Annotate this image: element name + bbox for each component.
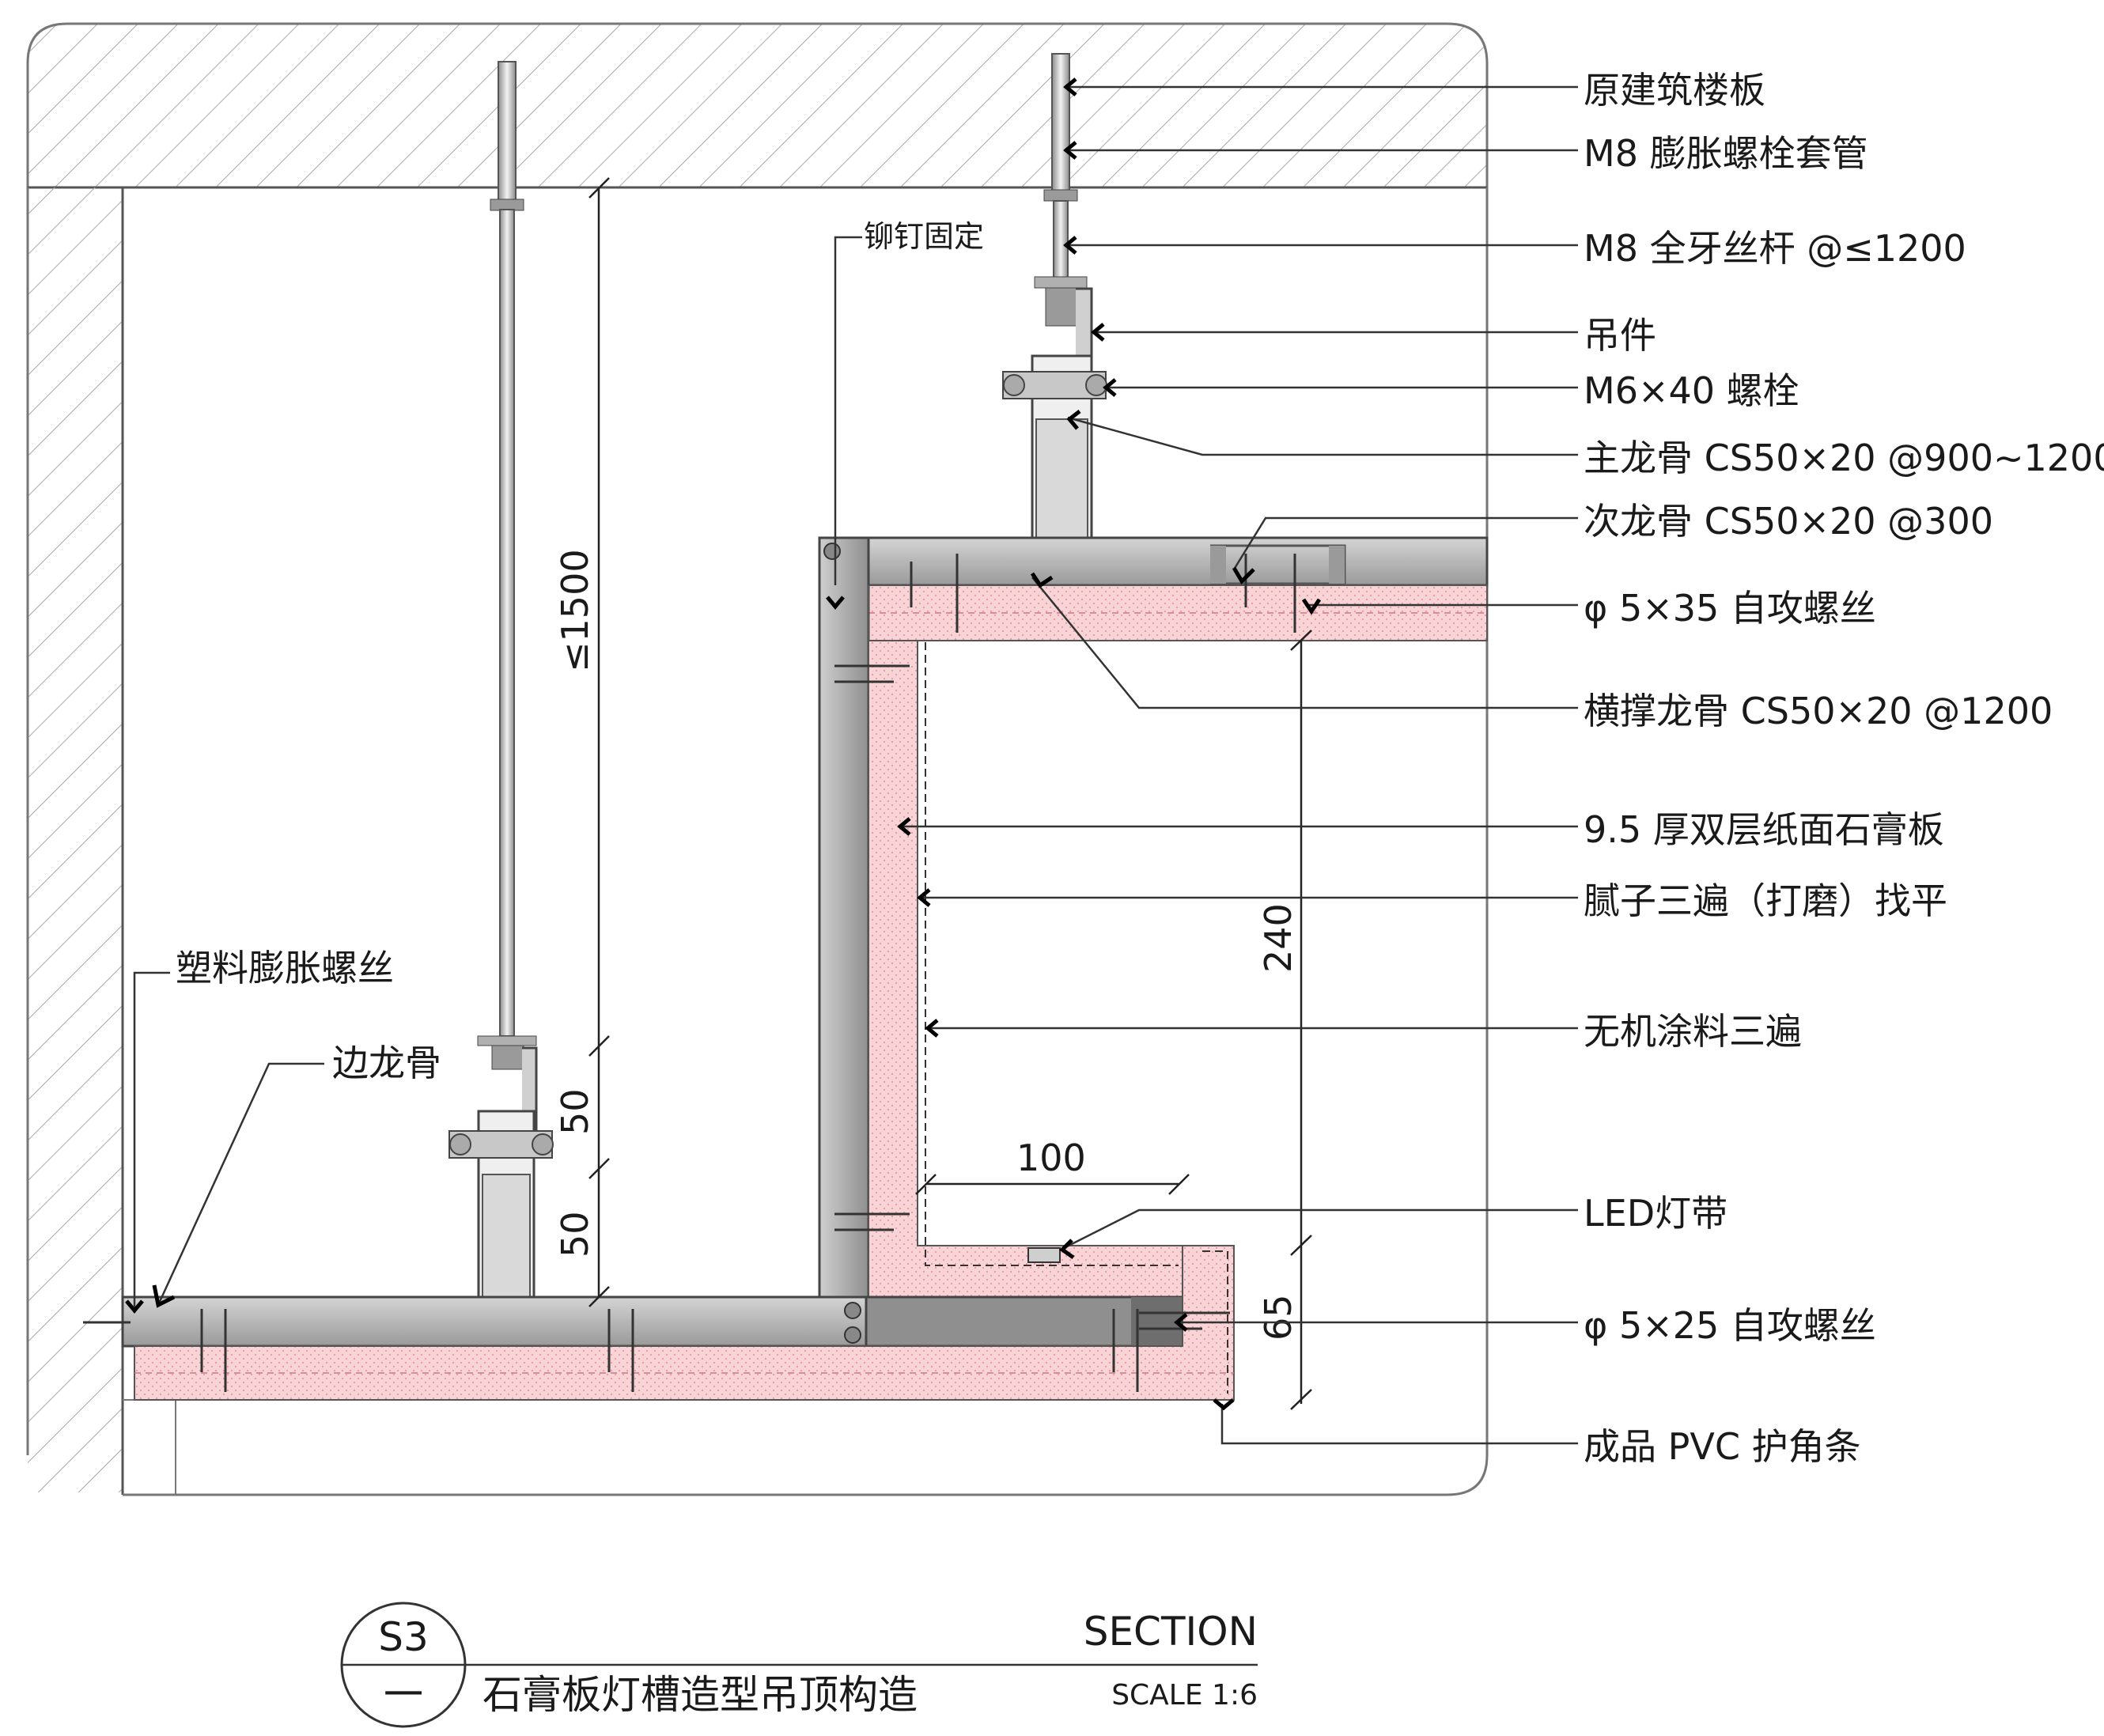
label-pvc: 成品 PVC 护角条 bbox=[1584, 1425, 1861, 1468]
left-hanger-assembly bbox=[448, 61, 554, 1303]
label-putty: 腻子三遍（打磨）找平 bbox=[1584, 879, 1947, 922]
label-edge-keel: 边龙骨 bbox=[332, 1042, 441, 1084]
title-scale: SCALE 1:6 bbox=[1111, 1679, 1258, 1711]
dim-50-lower: 50 bbox=[554, 1211, 596, 1258]
dimension-lines bbox=[588, 177, 1312, 1410]
leader-lines bbox=[133, 85, 1578, 1445]
label-screw-25: φ 5×25 自攻螺丝 bbox=[1584, 1304, 1876, 1347]
label-hanger: 吊件 bbox=[1584, 314, 1656, 357]
upper-keel bbox=[818, 536, 1489, 587]
upper-gypsum-board bbox=[868, 584, 1488, 641]
label-slab: 原建筑楼板 bbox=[1584, 69, 1765, 112]
label-gypsum: 9.5 厚双层纸面石膏板 bbox=[1584, 808, 1944, 851]
label-sub-keel: 次龙骨 CS50×20 @300 bbox=[1584, 500, 1993, 543]
dim-65: 65 bbox=[1257, 1294, 1300, 1341]
label-paint: 无机涂料三遍 bbox=[1584, 1010, 1802, 1053]
dim-240: 240 bbox=[1257, 903, 1300, 973]
screws bbox=[83, 554, 1296, 1392]
title-main: 石膏板灯槽造型吊顶构造 bbox=[482, 1672, 918, 1718]
label-main-keel: 主龙骨 CS50×20 @900~1200 bbox=[1584, 437, 2104, 479]
dim-50-upper: 50 bbox=[554, 1088, 596, 1135]
title-number: S3 bbox=[378, 1614, 429, 1660]
label-plastic-screw: 塑料膨胀螺丝 bbox=[176, 947, 394, 989]
label-sleeve: M8 膨胀螺栓套管 bbox=[1584, 132, 1868, 175]
label-bolt: M6×40 螺栓 bbox=[1584, 369, 1799, 412]
vertical-gypsum-board bbox=[868, 585, 1183, 1306]
label-rod: M8 全牙丝杆 @≤1200 bbox=[1584, 227, 1966, 270]
leader-arrows bbox=[125, 78, 1322, 1411]
label-cross-keel: 横撑龙骨 CS50×20 @1200 bbox=[1584, 690, 2053, 732]
label-screw-35: φ 5×35 自攻螺丝 bbox=[1584, 587, 1876, 630]
dim-max-hang: ≤1500 bbox=[554, 549, 596, 672]
label-led: LED灯带 bbox=[1584, 1192, 1727, 1235]
lower-keel bbox=[121, 1295, 1184, 1348]
lower-gypsum-board bbox=[134, 1245, 1235, 1401]
vertical-keel bbox=[818, 536, 870, 1299]
title-heading: SECTION bbox=[1084, 1609, 1258, 1655]
label-rivet: 铆钉固定 bbox=[864, 219, 984, 254]
title-sheet: 一 bbox=[384, 1672, 423, 1718]
title-block bbox=[340, 1602, 1258, 1728]
concrete-wall bbox=[26, 187, 124, 1495]
drawing-frame bbox=[123, 187, 1489, 1496]
led-strip bbox=[1027, 1247, 1061, 1263]
dim-100: 100 bbox=[1016, 1137, 1086, 1179]
concrete-slab bbox=[26, 22, 1489, 189]
right-hanger-assembly bbox=[1002, 53, 1107, 543]
